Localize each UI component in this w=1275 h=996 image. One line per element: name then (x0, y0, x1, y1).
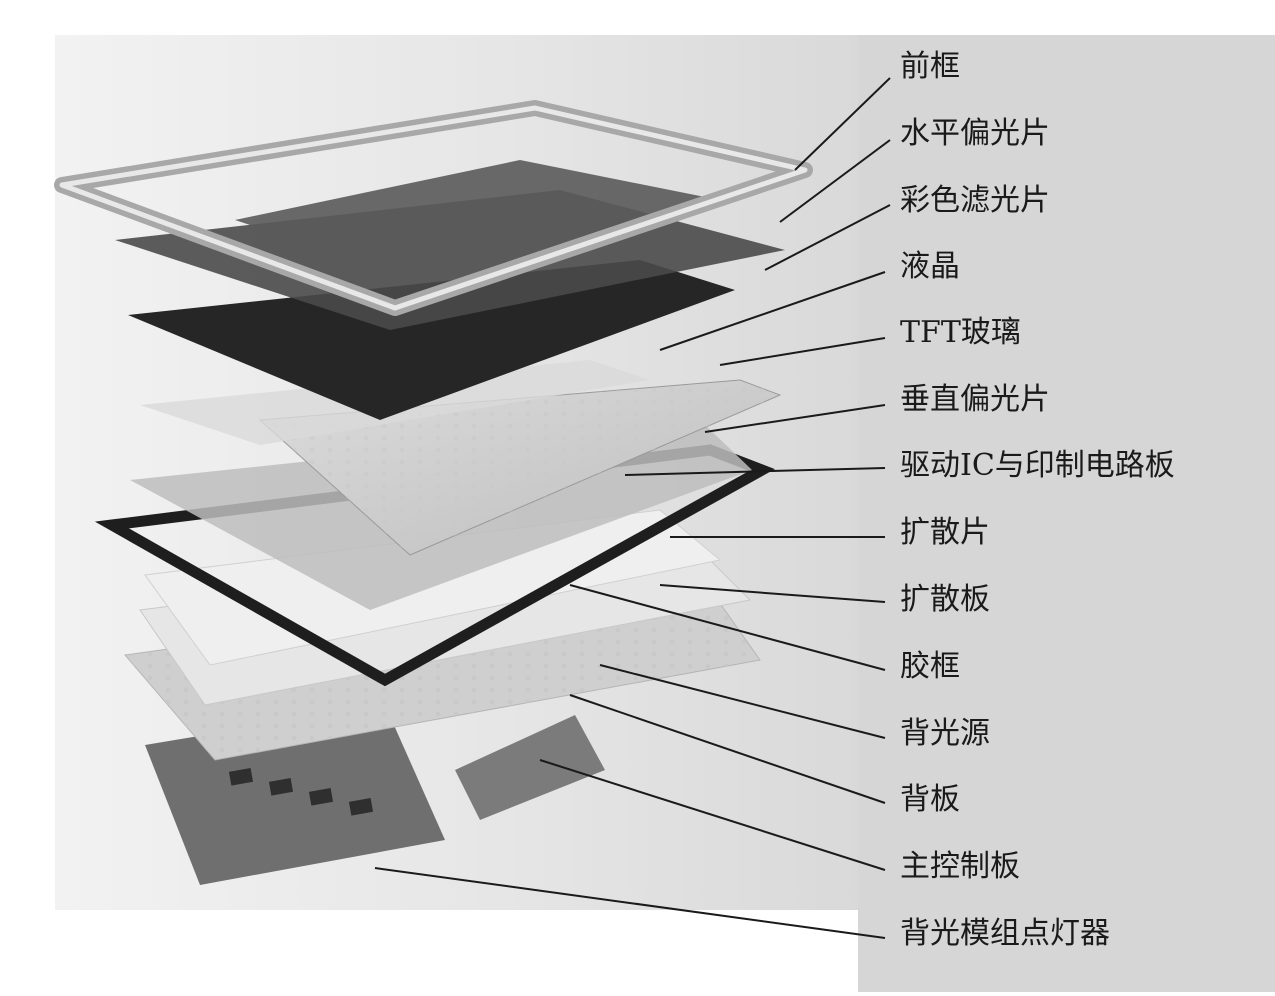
label-vertical-polarizer: 垂直偏光片 (900, 383, 1050, 417)
label-backlight-inverter: 背光模组点灯器 (900, 917, 1110, 951)
label-horizontal-polarizer: 水平偏光片 (900, 117, 1050, 151)
label-liquid-crystal: 液晶 (900, 250, 960, 284)
label-tft-glass: TFT玻璃 (900, 316, 1021, 350)
label-rubber-frame: 胶框 (900, 650, 960, 684)
label-driver-ic-pcb: 驱动IC与印制电路板 (900, 449, 1175, 483)
label-main-control-board: 主控制板 (900, 850, 1020, 884)
label-front-bezel: 前框 (900, 50, 960, 84)
label-diffuser-sheet: 扩散片 (900, 516, 990, 550)
label-back-plate: 背板 (900, 783, 960, 817)
label-backlight-source: 背光源 (900, 717, 990, 751)
label-color-filter: 彩色滤光片 (900, 184, 1050, 218)
label-diffuser-plate: 扩散板 (900, 583, 990, 617)
